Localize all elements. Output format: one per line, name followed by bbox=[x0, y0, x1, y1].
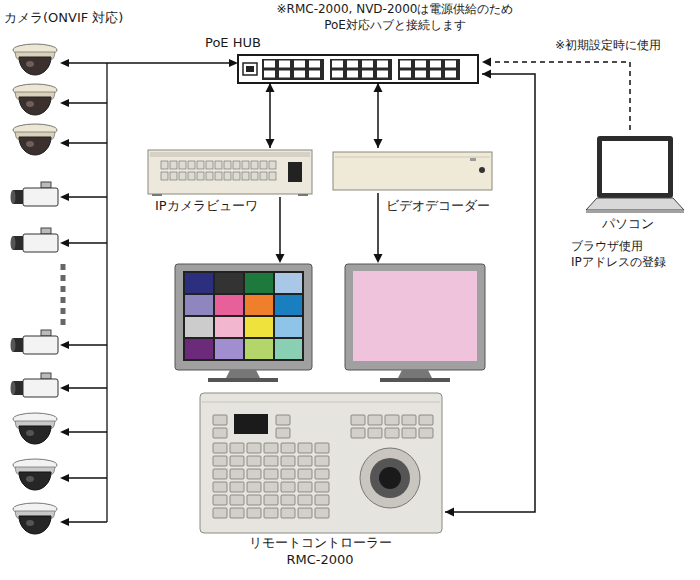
camera-icons bbox=[11, 44, 64, 534]
dome-camera bbox=[13, 413, 57, 444]
node-label: ビデオデコーダー bbox=[386, 198, 490, 215]
node-label: IPカメラビューワ bbox=[155, 198, 258, 215]
connector bbox=[445, 70, 535, 517]
connector bbox=[374, 83, 383, 148]
monitor-drawing bbox=[175, 264, 312, 382]
remote-drawing bbox=[200, 393, 442, 533]
arrow-head bbox=[374, 83, 383, 92]
hub-drawing bbox=[238, 55, 478, 83]
node-label: リモートコントローラー RMC-2000 bbox=[235, 535, 405, 569]
omission-mark bbox=[61, 264, 66, 330]
connector-line bbox=[482, 62, 630, 130]
arrow-head bbox=[374, 139, 383, 148]
box-camera bbox=[11, 228, 59, 252]
box-camera bbox=[11, 182, 59, 206]
box-camera bbox=[11, 330, 59, 354]
arrow-head bbox=[266, 83, 275, 92]
node-label: PoE HUB bbox=[205, 35, 261, 52]
dome-camera bbox=[13, 459, 57, 490]
connector-line bbox=[269, 83, 271, 148]
viewer-drawing bbox=[148, 150, 312, 196]
monitor-drawing bbox=[345, 264, 485, 382]
camera-viewer: IPカメラビューワ bbox=[145, 148, 315, 216]
note-text: ※RMC-2000, NVD-2000は電源供給のため PoE対応ハブと接続しま… bbox=[245, 2, 545, 33]
poe-hub: PoE HUB bbox=[200, 35, 482, 83]
connector-line bbox=[445, 74, 535, 512]
edge-label: ※初期設定時に使用 bbox=[553, 38, 663, 54]
remote-controller: リモートコントローラー RMC-2000 bbox=[195, 390, 445, 576]
arrow-head bbox=[482, 70, 491, 79]
dome-camera bbox=[13, 503, 57, 534]
connector bbox=[266, 83, 275, 148]
node-label: ブラウザ使用 IPアドレスの登録 bbox=[571, 239, 686, 270]
dome-camera bbox=[13, 44, 57, 75]
connector bbox=[482, 58, 630, 131]
laptop-drawing bbox=[586, 136, 684, 212]
arrow-head bbox=[445, 508, 454, 517]
camera-label: カメラ(ONVIF 対応) bbox=[4, 10, 123, 27]
pc: パソコンブラウザ使用 IPアドレスの登録 bbox=[565, 130, 690, 275]
node-label: パソコン bbox=[565, 216, 690, 233]
video-decoder: ビデオデコーダー bbox=[330, 148, 505, 216]
decoder-drawing bbox=[333, 152, 492, 190]
dome-camera bbox=[13, 84, 57, 115]
arrow-head bbox=[482, 58, 491, 67]
arrow-head bbox=[266, 139, 275, 148]
box-camera bbox=[11, 373, 59, 397]
dome-camera bbox=[13, 124, 57, 155]
connector-line bbox=[377, 83, 379, 148]
video-out-arrows bbox=[276, 193, 383, 263]
